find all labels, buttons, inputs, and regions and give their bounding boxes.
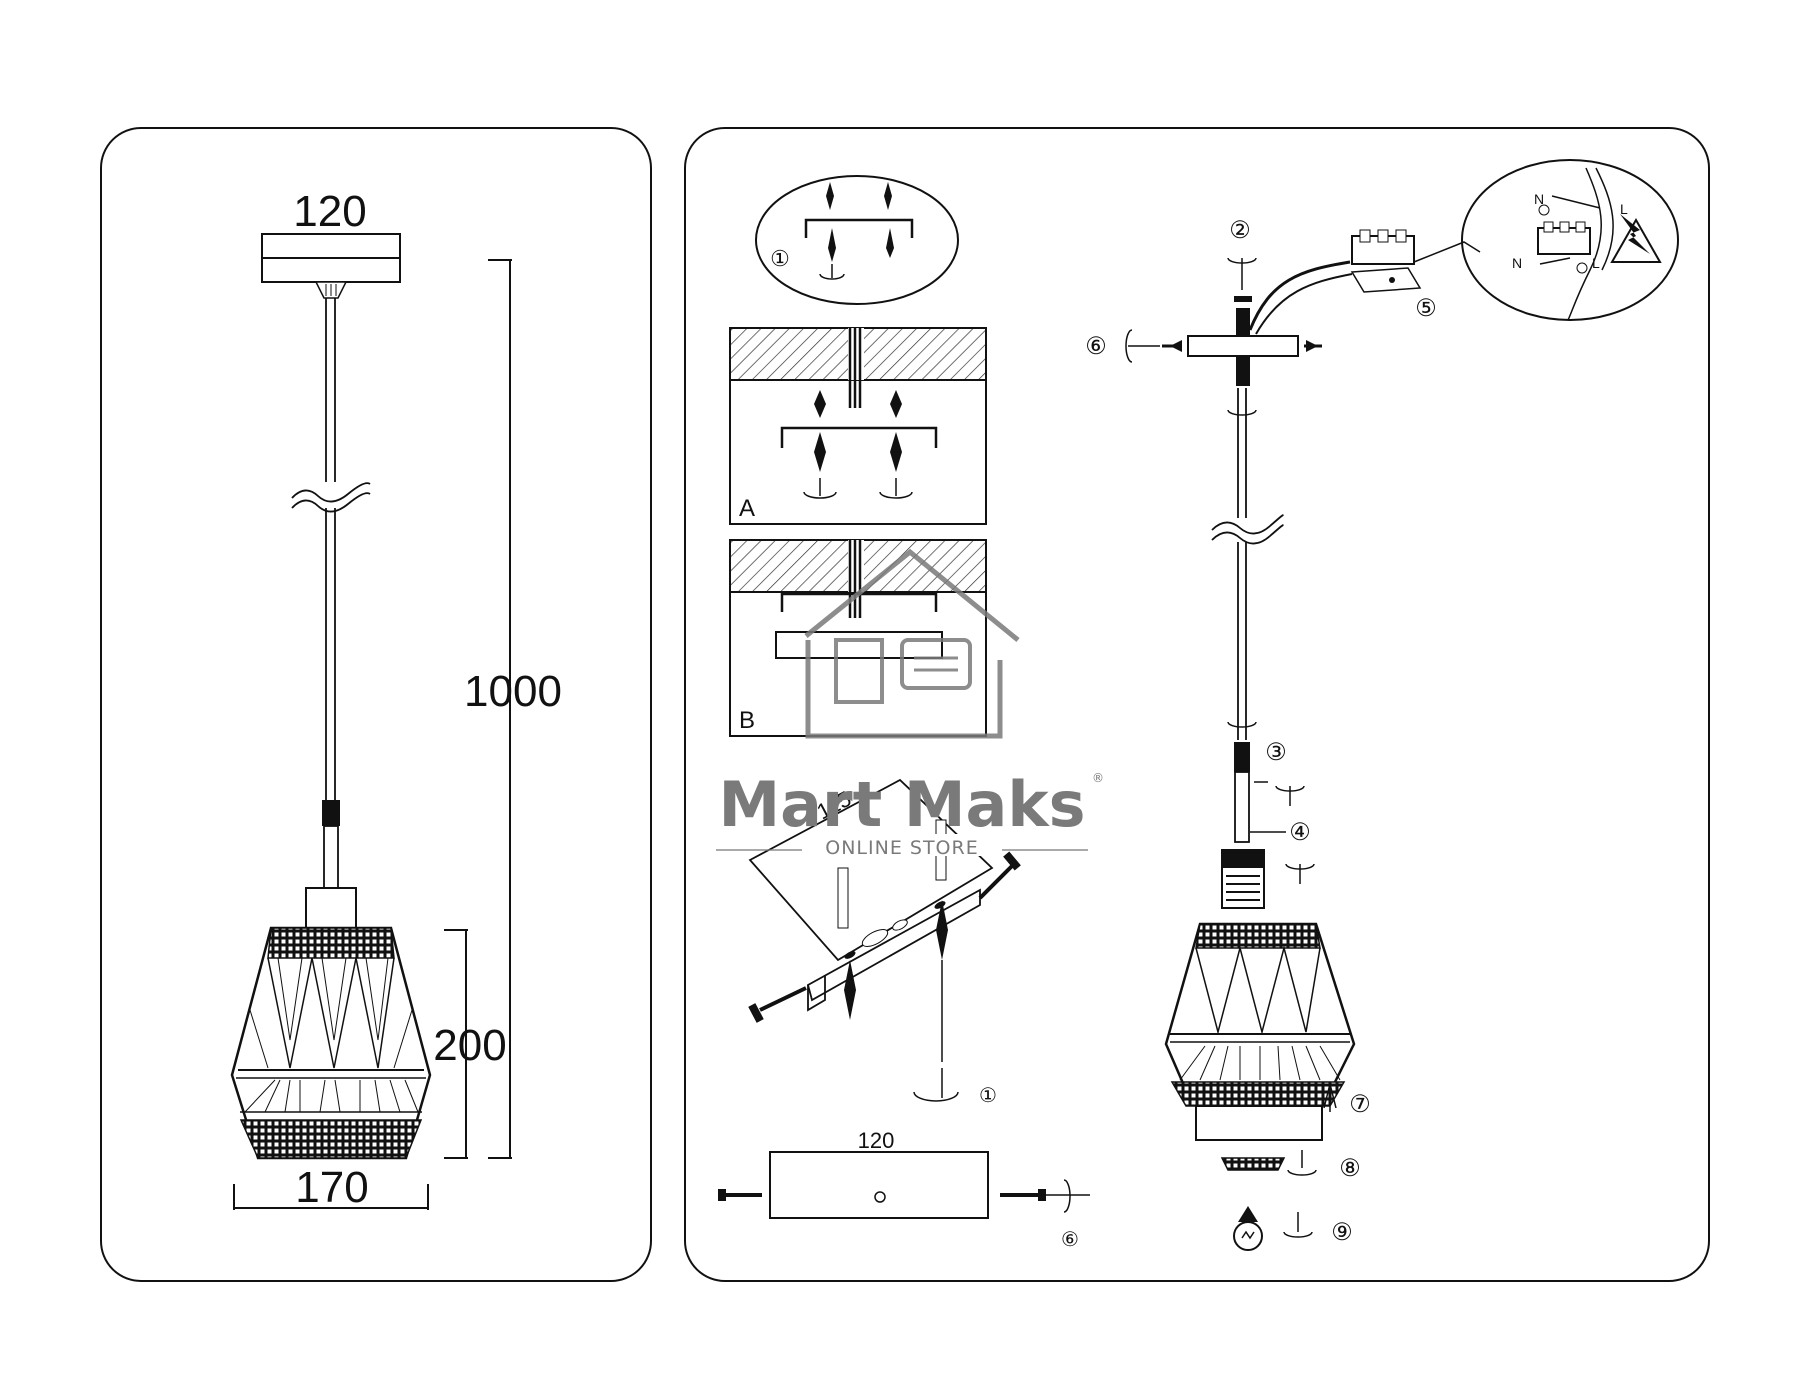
wire-label-live-bottom: L bbox=[1592, 255, 1600, 271]
mounting-bracket bbox=[748, 778, 1021, 1102]
total-height-label: 1000 bbox=[464, 667, 562, 716]
lamp-holder bbox=[305, 887, 357, 929]
height-dimension-line bbox=[488, 259, 512, 1159]
dimension-panel: 120 bbox=[100, 127, 652, 1282]
mount-option-a bbox=[729, 327, 987, 525]
wire-label-live-top: L bbox=[1620, 201, 1628, 217]
wire-label-neutral-bottom: N bbox=[1512, 255, 1522, 271]
mount-option-a-label: A bbox=[739, 495, 755, 522]
assembly-lamp-shade bbox=[1164, 922, 1356, 1141]
step-8-number: ⑧ bbox=[1339, 1155, 1361, 1182]
step-1-detail-oval bbox=[755, 175, 959, 305]
step-6-number-plate: ⑥ bbox=[1061, 1229, 1079, 1251]
watermark-tagline-bg bbox=[802, 834, 1002, 856]
watermark-tagline: ONLINE STORE bbox=[825, 837, 978, 859]
shade-height-dimension-line bbox=[444, 929, 468, 1159]
plate-dimension-label: 120 bbox=[858, 1128, 895, 1153]
step-3-number: ③ bbox=[1265, 739, 1287, 766]
step-5-number: ⑤ bbox=[1415, 295, 1437, 322]
store-watermark bbox=[716, 548, 1088, 851]
light-bulb-icon bbox=[1233, 1206, 1313, 1251]
step-7-number: ⑦ bbox=[1349, 1091, 1371, 1118]
shade-ring bbox=[1220, 1150, 1317, 1176]
watermark-registered: ® bbox=[1092, 771, 1104, 785]
lamp-shade bbox=[230, 926, 432, 1160]
lamp-socket bbox=[1221, 785, 1315, 909]
step-9-number: ⑨ bbox=[1331, 1219, 1353, 1246]
step-4-number: ④ bbox=[1289, 819, 1311, 846]
suspension-cord bbox=[291, 298, 371, 889]
assembly-cord bbox=[1211, 388, 1286, 843]
step-6-number: ⑥ bbox=[1085, 333, 1107, 360]
wire-label-neutral-top: N bbox=[1534, 191, 1544, 207]
shade-height-label: 200 bbox=[433, 1021, 506, 1070]
step-2-number: ② bbox=[1229, 217, 1251, 244]
step-1-number-bracket: ① bbox=[979, 1085, 997, 1107]
canopy bbox=[261, 233, 401, 299]
wiring-detail-oval bbox=[1413, 159, 1679, 321]
assembly-panel: ① A B bbox=[684, 127, 1710, 1282]
mount-option-b-label: B bbox=[739, 707, 755, 734]
canopy-width-label: 120 bbox=[293, 187, 366, 236]
shade-width-label: 170 bbox=[295, 1163, 368, 1212]
shade-width-dimension-line bbox=[233, 1184, 429, 1210]
canopy-plate bbox=[718, 1151, 1090, 1219]
step-1-number: ① bbox=[770, 246, 790, 271]
ceiling-canopy-assembly bbox=[1125, 229, 1422, 386]
watermark-brand: Mart Maks bbox=[718, 768, 1085, 841]
